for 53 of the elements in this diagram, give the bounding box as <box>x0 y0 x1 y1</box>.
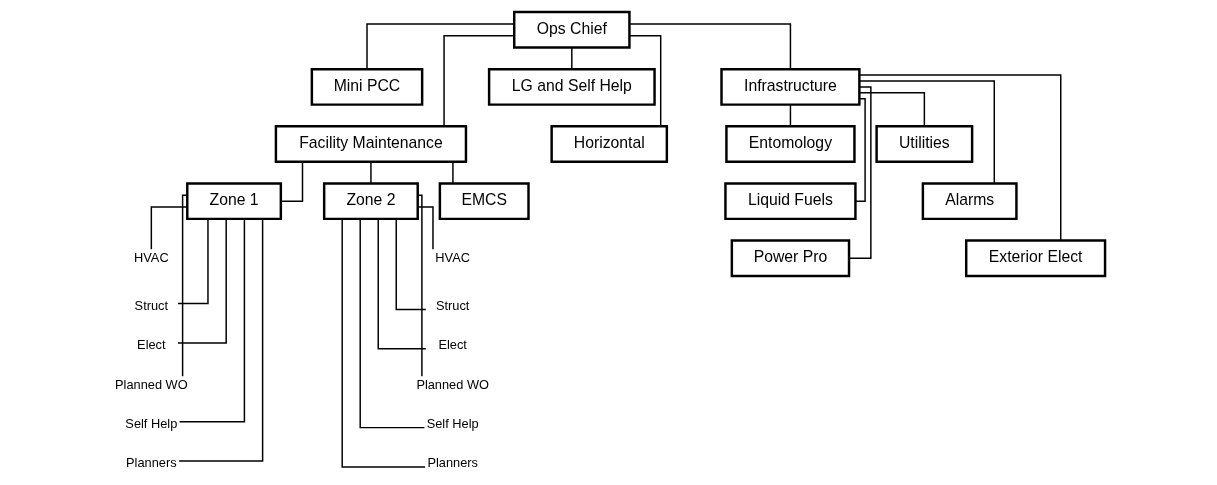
node-box: Utilities <box>874 125 973 163</box>
node-box: Ops Chief <box>512 10 631 49</box>
node-text: Self Help <box>124 416 177 432</box>
node-box: Facility Maintenance <box>274 125 467 163</box>
node-box: Zone 2 <box>322 182 419 221</box>
connector <box>150 206 188 251</box>
connector <box>178 218 245 423</box>
connector <box>279 161 303 202</box>
connector <box>858 80 995 185</box>
connector <box>416 194 423 378</box>
connector <box>858 92 925 127</box>
connector <box>377 218 427 350</box>
node-text: Elect <box>136 337 166 353</box>
connector <box>858 74 1061 242</box>
node-box: EMCS <box>438 182 530 221</box>
connector <box>340 218 426 468</box>
connector <box>570 46 573 70</box>
node-box: Zone 1 <box>185 182 282 221</box>
node-box: Entomology <box>724 125 856 163</box>
connector <box>358 218 425 429</box>
node-text: Elect <box>437 337 467 353</box>
node-text: Struct <box>134 297 168 313</box>
connector <box>395 218 426 311</box>
connector <box>176 218 227 344</box>
node-text: Planners <box>125 455 177 471</box>
connector <box>628 23 791 70</box>
node-box: Power Pro <box>730 239 850 278</box>
connector <box>369 161 372 184</box>
connector <box>365 23 515 70</box>
node-box: Infrastructure <box>719 67 861 106</box>
connector <box>628 34 661 127</box>
node-text: Struct <box>435 297 469 313</box>
node-text: Planned WO <box>114 376 188 392</box>
node-box: Exterior Elect <box>964 239 1106 278</box>
node-box: Alarms <box>921 182 1018 221</box>
node-box: Mini PCC <box>310 67 423 106</box>
node-text: HVAC <box>434 249 470 265</box>
connector <box>416 206 434 251</box>
connector <box>177 218 263 462</box>
node-box: Horizontal <box>549 125 668 163</box>
connector <box>451 161 454 184</box>
connector <box>789 103 791 127</box>
connector <box>848 86 872 259</box>
connector <box>442 34 515 127</box>
node-text: HVAC <box>133 249 169 265</box>
node-text: Planned WO <box>415 376 489 392</box>
connector <box>854 98 866 202</box>
node-text: Self Help <box>426 416 479 432</box>
node-box: Liquid Fuels <box>723 182 857 221</box>
connector <box>176 218 209 305</box>
connector <box>181 194 188 378</box>
node-box: LG and Self Help <box>487 67 656 106</box>
node-text: Planners <box>426 455 478 471</box>
